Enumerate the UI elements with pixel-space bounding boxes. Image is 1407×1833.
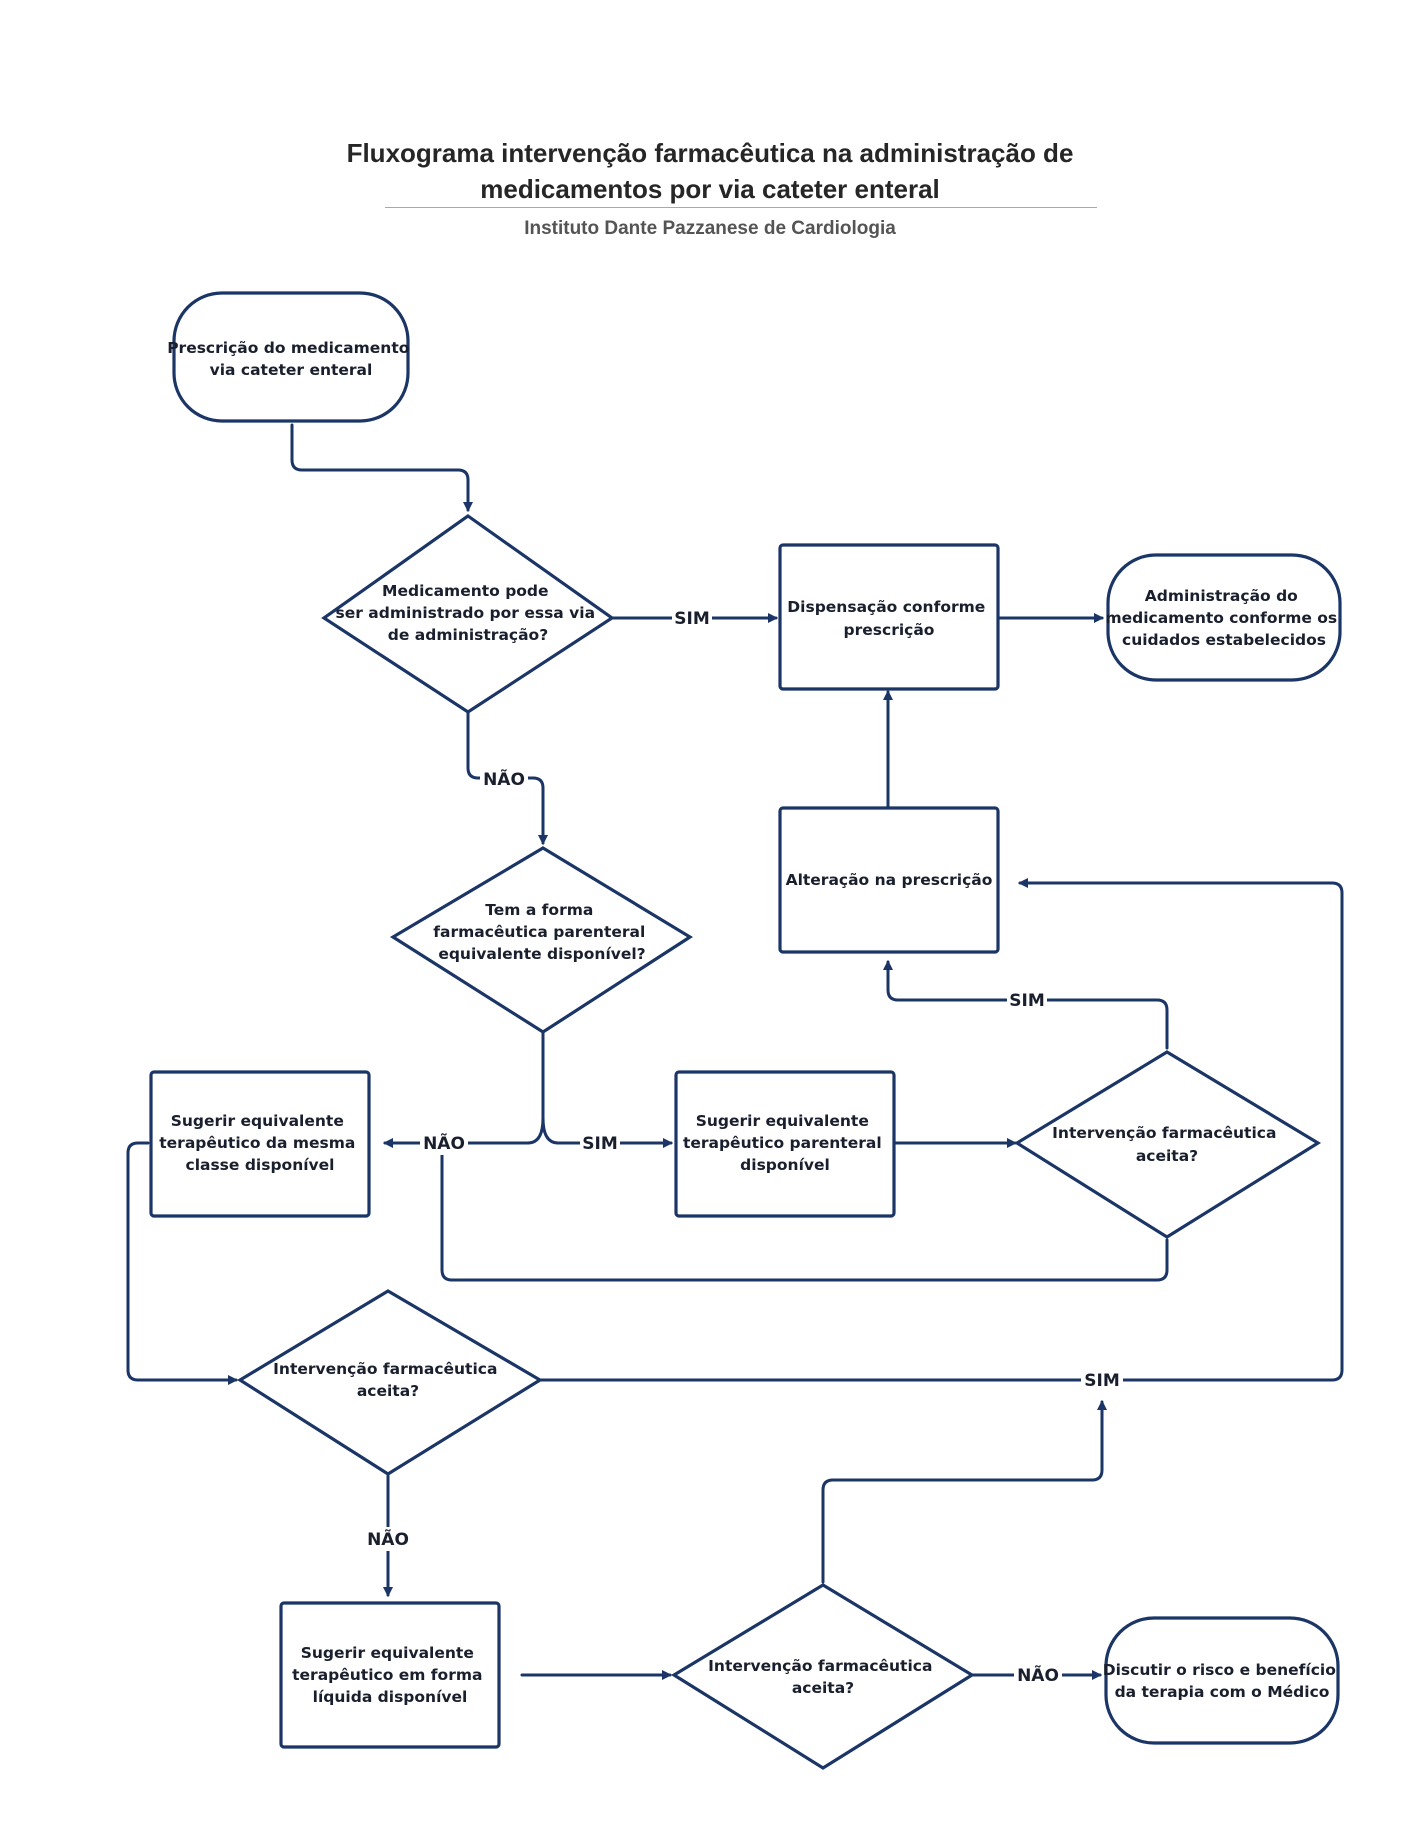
accept3-no-label-bg [1014, 1663, 1062, 1687]
accept2-decision [236, 1289, 544, 1476]
suggest-parenteral-process [674, 1070, 896, 1218]
edge-accept1-no [437, 1143, 1169, 1282]
discuss-terminal [1104, 1616, 1340, 1745]
accept2-yes-label: SIM [1084, 1371, 1120, 1391]
parenteral-yes-label: SIM [582, 1134, 618, 1154]
route-yes-label-bg [672, 606, 712, 630]
accept1-yes-label-bg [1007, 988, 1047, 1012]
dispense-label: Dispensação conforme prescrição [787, 598, 990, 639]
suggest-class-label: Sugerir equivalente terapêutico da mesma… [159, 1112, 360, 1174]
parenteral-no-label-bg [420, 1131, 468, 1155]
accept3-decision-label: Intervenção farmacêutica aceita? [708, 1657, 938, 1697]
start-terminal [172, 291, 410, 423]
suggest-liquid-process [279, 1601, 501, 1749]
edge-start-to-route [290, 423, 473, 512]
page-subtitle: Instituto Dante Pazzanese de Cardiologia [524, 218, 896, 239]
edge-accept2-yes [538, 878, 1344, 1382]
accept2-no-label-bg [364, 1527, 412, 1551]
parenteral-decision [389, 846, 694, 1034]
route-yes-label: SIM [674, 609, 710, 629]
title-line-1: Fluxograma intervenção farmacêutica na a… [346, 138, 1074, 168]
accept2-decision-label: Intervenção farmacêutica aceita? [273, 1360, 503, 1400]
accept2-no-label: NÃO [367, 1527, 409, 1550]
accept1-yes-label: SIM [1009, 991, 1045, 1011]
parenteral-decision-label: Tem a forma farmacêutica parenteral equi… [433, 901, 650, 963]
accept1-decision-label: Intervenção farmacêutica aceita? [1052, 1124, 1282, 1165]
dispense-process [778, 543, 1000, 691]
route-no-label: NÃO [483, 767, 525, 790]
edge-suggest-class-to-accept2 [126, 1141, 238, 1385]
suggest-parenteral-label: Sugerir equivalente terapêutico parenter… [683, 1112, 887, 1174]
administer-label: Administração do medicamento conforme os… [1105, 587, 1342, 649]
accept3-no-label: NÃO [1017, 1663, 1059, 1686]
discuss-label: Discutir o risco e benefício da terapia … [1103, 1661, 1342, 1701]
accept1-decision [1013, 1050, 1322, 1239]
parenteral-no-label: NÃO [423, 1131, 465, 1154]
accept2-yes-label-bg [1081, 1368, 1123, 1392]
suggest-liquid-label: Sugerir equivalente terapêutico em forma… [292, 1644, 488, 1706]
title-line-2: medicamentos por via cateter enteral [480, 174, 940, 204]
edge-parenteral-stem [526, 1030, 560, 1145]
change-prescription-label: Alteração na prescrição [786, 871, 993, 889]
accept3-decision [670, 1583, 976, 1770]
administer-terminal [1106, 553, 1342, 682]
route-decision [321, 514, 615, 714]
page-title: Fluxograma intervenção farmacêutica na a… [300, 135, 1120, 207]
start-label: Prescrição do medicamento via cateter en… [167, 339, 415, 379]
suggest-class-process [149, 1070, 371, 1218]
edge-accept3-yes [821, 1400, 1107, 1584]
route-no-label-bg [480, 767, 528, 791]
parenteral-yes-label-bg [580, 1131, 620, 1155]
route-decision-label: Medicamento pode ser administrado por es… [336, 582, 601, 644]
change-prescription-process [778, 806, 1000, 954]
title-divider [385, 207, 1097, 208]
